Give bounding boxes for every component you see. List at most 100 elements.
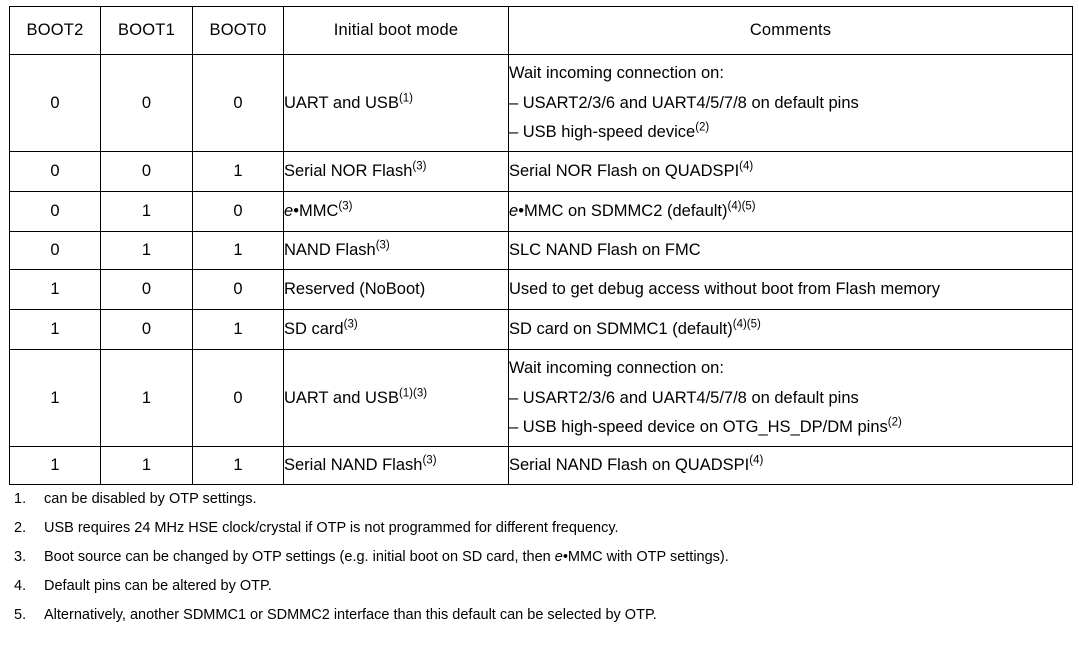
comment-line-text: Serial NAND Flash on QUADSPI [509, 456, 750, 475]
cell-boot1: 1 [100, 191, 193, 232]
mode-text: UART and USB [284, 93, 399, 112]
footnote-text: can be disabled by OTP settings. [44, 491, 257, 507]
cell-boot1: 1 [100, 231, 193, 270]
table-row: 0 0 1 Serial NOR Flash(3) Serial NOR Fla… [9, 151, 1073, 192]
comment-line: Wait incoming connection on: [509, 359, 724, 378]
cell-comments: e•MMC on SDMMC2 (default)(4)(5) [508, 191, 1073, 232]
mode-footnote-ref: (1) [398, 92, 414, 105]
mode-footnote-ref: (3) [422, 454, 437, 467]
footnote-item: 3. Boot source can be changed by OTP set… [14, 548, 1064, 566]
cell-initial-boot-mode: Serial NOR Flash(3) [283, 151, 509, 192]
column-header-boot1: BOOT1 [100, 6, 193, 55]
column-header-boot2: BOOT2 [9, 6, 101, 55]
comment-footnote-ref: (4) [739, 160, 754, 173]
footnote-number: 1. [14, 491, 27, 507]
mode-text: UART and USB [284, 388, 399, 407]
cell-boot1: 1 [100, 349, 193, 447]
cell-boot2: 0 [9, 191, 101, 232]
cell-initial-boot-mode: e•MMC(3) [283, 191, 509, 232]
cell-boot1: 0 [100, 309, 193, 350]
table-row: 1 1 0 UART and USB(1)(3) Wait incoming c… [9, 349, 1073, 447]
table-row: 0 1 1 NAND Flash(3) SLC NAND Flash on FM… [9, 231, 1073, 270]
cell-boot0: 0 [192, 269, 284, 310]
table-header-row: BOOT2 BOOT1 BOOT0 Initial boot mode Comm… [9, 6, 1073, 55]
table-row: 1 0 1 SD card(3) SD card on SDMMC1 (defa… [9, 309, 1073, 350]
cell-initial-boot-mode: SD card(3) [283, 309, 509, 350]
footnote-text: Default pins can be altered by OTP. [44, 577, 272, 594]
footnote-number: 5. [14, 606, 27, 623]
footnote-item: 5. Alternatively, another SDMMC1 or SDMM… [14, 606, 1064, 624]
footnote-text: Alternatively, another SDMMC1 or SDMMC2 … [44, 606, 657, 623]
footnotes-list: 1. can be disabled by OTP settings. 2. U… [14, 491, 1064, 637]
cell-boot2: 0 [9, 151, 101, 192]
cell-comments: Used to get debug access without boot fr… [508, 269, 1073, 310]
mode-text: SD card [284, 320, 344, 339]
cell-initial-boot-mode: Serial NAND Flash(3) [283, 446, 509, 485]
table-body: 0 0 0 UART and USB(1) Wait incoming conn… [9, 54, 1073, 485]
cell-comments: SLC NAND Flash on FMC [508, 231, 1073, 270]
comment-line: – USB high-speed device on OTG_HS_DP/DM … [509, 416, 1072, 437]
footnote-item: 4. Default pins can be altered by OTP. [14, 577, 1064, 595]
mode-italic-prefix: e [284, 202, 294, 221]
table-row: 1 0 0 Reserved (NoBoot) Used to get debu… [9, 269, 1073, 310]
footnote-item: 2. USB requires 24 MHz HSE clock/crystal… [14, 519, 1064, 537]
mode-footnote-ref: (3) [375, 239, 390, 252]
comment-line-text: Serial NOR Flash on QUADSPI [509, 162, 740, 181]
mode-footnote-ref: (3) [343, 318, 358, 331]
cell-boot1: 0 [100, 269, 193, 310]
cell-boot2: 0 [9, 54, 101, 152]
cell-boot0: 1 [192, 309, 284, 350]
table-row: 0 1 0 e•MMC(3) e•MMC on SDMMC2 (default)… [9, 191, 1073, 232]
mode-text: •MMC [293, 202, 339, 221]
comment-footnote-ref: (4)(5) [732, 318, 761, 331]
cell-boot0: 1 [192, 151, 284, 192]
cell-boot2: 1 [9, 309, 101, 350]
column-header-comments: Comments [508, 6, 1073, 55]
comment-line-text: – USB high-speed device [509, 123, 696, 142]
cell-boot2: 1 [9, 269, 101, 310]
footnote-item: 1. can be disabled by OTP settings. [14, 491, 1064, 508]
cell-initial-boot-mode: UART and USB(1) [283, 54, 509, 152]
comment-footnote-ref: (4) [749, 454, 764, 467]
footnote-italic-prefix: e [554, 548, 563, 565]
mode-text: Serial NAND Flash [284, 456, 423, 475]
comment-line-text: – USB high-speed device on OTG_HS_DP/DM … [509, 418, 888, 437]
cell-boot1: 0 [100, 54, 193, 152]
footnote-text: Boot source can be changed by OTP settin… [44, 548, 1064, 566]
footnote-text: USB requires 24 MHz HSE clock/crystal if… [44, 519, 619, 536]
mode-footnote-ref: (3) [338, 200, 353, 213]
table-row: 1 1 1 Serial NAND Flash(3) Serial NAND F… [9, 446, 1073, 485]
mode-footnote-ref: (1)(3) [398, 387, 428, 400]
mode-text: NAND Flash [284, 241, 376, 260]
cell-boot2: 1 [9, 349, 101, 447]
table-header: BOOT2 BOOT1 BOOT0 Initial boot mode Comm… [9, 6, 1073, 55]
table-row: 0 0 0 UART and USB(1) Wait incoming conn… [9, 54, 1073, 152]
comment-line: – USART2/3/6 and UART4/5/7/8 on default … [509, 93, 859, 112]
cell-comments: Wait incoming connection on: – USART2/3/… [508, 349, 1073, 447]
cell-initial-boot-mode: UART and USB(1)(3) [283, 349, 509, 447]
cell-boot1: 1 [100, 446, 193, 485]
footnote-number: 2. [14, 519, 27, 536]
footnote-text-post: •MMC with OTP settings). [562, 548, 729, 565]
footnote-number: 4. [14, 577, 27, 594]
comment-line-text: SD card on SDMMC1 (default) [509, 320, 733, 339]
comment-footnote-ref: (4)(5) [727, 200, 756, 213]
cell-boot2: 0 [9, 231, 101, 270]
cell-initial-boot-mode: NAND Flash(3) [283, 231, 509, 270]
cell-comments: Serial NAND Flash on QUADSPI(4) [508, 446, 1073, 485]
cell-boot0: 1 [192, 231, 284, 270]
mode-text: Reserved (NoBoot) [284, 280, 426, 299]
boot-mode-table: BOOT2 BOOT1 BOOT0 Initial boot mode Comm… [9, 6, 1073, 485]
comment-footnote-ref: (2) [887, 416, 902, 429]
cell-boot0: 1 [192, 446, 284, 485]
cell-boot0: 0 [192, 191, 284, 232]
comment-line-text: •MMC on SDMMC2 (default) [518, 202, 728, 221]
mode-text: Serial NOR Flash [284, 162, 413, 181]
cell-boot2: 1 [9, 446, 101, 485]
comment-line-text: SLC NAND Flash on FMC [509, 241, 701, 260]
cell-initial-boot-mode: Reserved (NoBoot) [283, 269, 509, 310]
cell-comments: Serial NOR Flash on QUADSPI(4) [508, 151, 1073, 192]
comment-italic-prefix: e [509, 202, 519, 221]
column-header-boot0: BOOT0 [192, 6, 284, 55]
